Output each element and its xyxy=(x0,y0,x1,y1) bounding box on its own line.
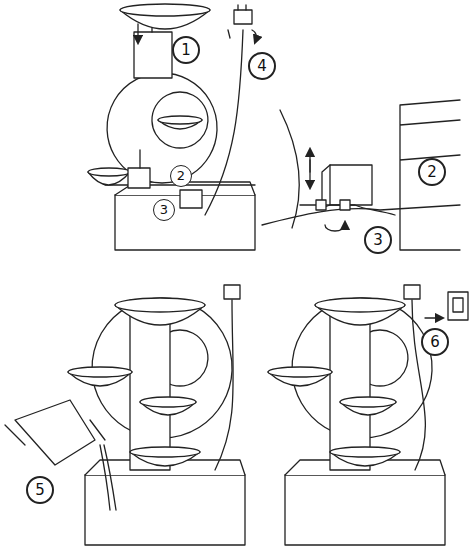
callout-number: 5 xyxy=(26,476,54,504)
callout-number: 4 xyxy=(248,52,276,80)
assembly-step-6 xyxy=(268,285,468,545)
callout-number: 3 xyxy=(153,199,175,221)
callout-number: 2 xyxy=(170,165,192,187)
callout-number: 2 xyxy=(418,158,446,186)
callout-number: 1 xyxy=(172,36,200,64)
assembly-step-5 xyxy=(5,285,245,545)
callout-number: 3 xyxy=(364,226,392,254)
pump-detail xyxy=(262,100,460,250)
callout-number: 6 xyxy=(421,328,449,356)
assembly-step-1 xyxy=(88,4,257,250)
